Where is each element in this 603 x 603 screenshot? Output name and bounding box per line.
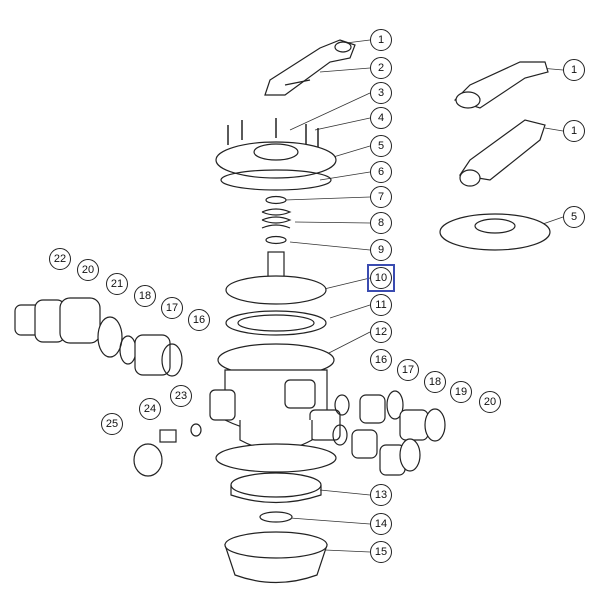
pin-part bbox=[284, 79, 311, 86]
callout-12: 12 bbox=[370, 321, 392, 343]
drain-cap-part bbox=[133, 443, 163, 477]
spring-part bbox=[261, 208, 292, 229]
callout-19: 19 bbox=[450, 381, 472, 403]
screws-part bbox=[227, 118, 319, 148]
highlight-box bbox=[367, 264, 395, 292]
callout-16: 16 bbox=[188, 309, 210, 331]
callout-6: 6 bbox=[370, 161, 392, 183]
callout-20: 20 bbox=[479, 391, 501, 413]
leader-lines bbox=[284, 39, 564, 553]
callout-11: 11 bbox=[370, 294, 392, 316]
callout-25: 25 bbox=[101, 413, 123, 435]
callout-1: 1 bbox=[563, 59, 585, 81]
base-part bbox=[230, 472, 322, 498]
callout-18: 18 bbox=[134, 285, 156, 307]
callout-17: 17 bbox=[397, 359, 419, 381]
callout-18: 18 bbox=[424, 371, 446, 393]
callout-3: 3 bbox=[370, 82, 392, 104]
callout-22: 22 bbox=[49, 248, 71, 270]
callout-16: 16 bbox=[370, 349, 392, 371]
handle-part bbox=[264, 39, 356, 96]
callout-1: 1 bbox=[370, 29, 392, 51]
callout-15: 15 bbox=[370, 541, 392, 563]
callout-24: 24 bbox=[139, 398, 161, 420]
callout-1: 1 bbox=[563, 120, 585, 142]
callout-5: 5 bbox=[563, 206, 585, 228]
callout-7: 7 bbox=[370, 186, 392, 208]
callout-23: 23 bbox=[170, 385, 192, 407]
handle-alt2-part bbox=[458, 119, 546, 181]
callout-10: 10 bbox=[370, 267, 392, 289]
callout-21: 21 bbox=[106, 273, 128, 295]
callout-13: 13 bbox=[370, 484, 392, 506]
rotor-part bbox=[225, 275, 327, 305]
callout-5: 5 bbox=[370, 135, 392, 157]
callout-14: 14 bbox=[370, 513, 392, 535]
callout-9: 9 bbox=[370, 239, 392, 261]
callout-4: 4 bbox=[370, 107, 392, 129]
callout-8: 8 bbox=[370, 212, 392, 234]
callout-20: 20 bbox=[77, 259, 99, 281]
callout-2: 2 bbox=[370, 57, 392, 79]
callout-17: 17 bbox=[161, 297, 183, 319]
